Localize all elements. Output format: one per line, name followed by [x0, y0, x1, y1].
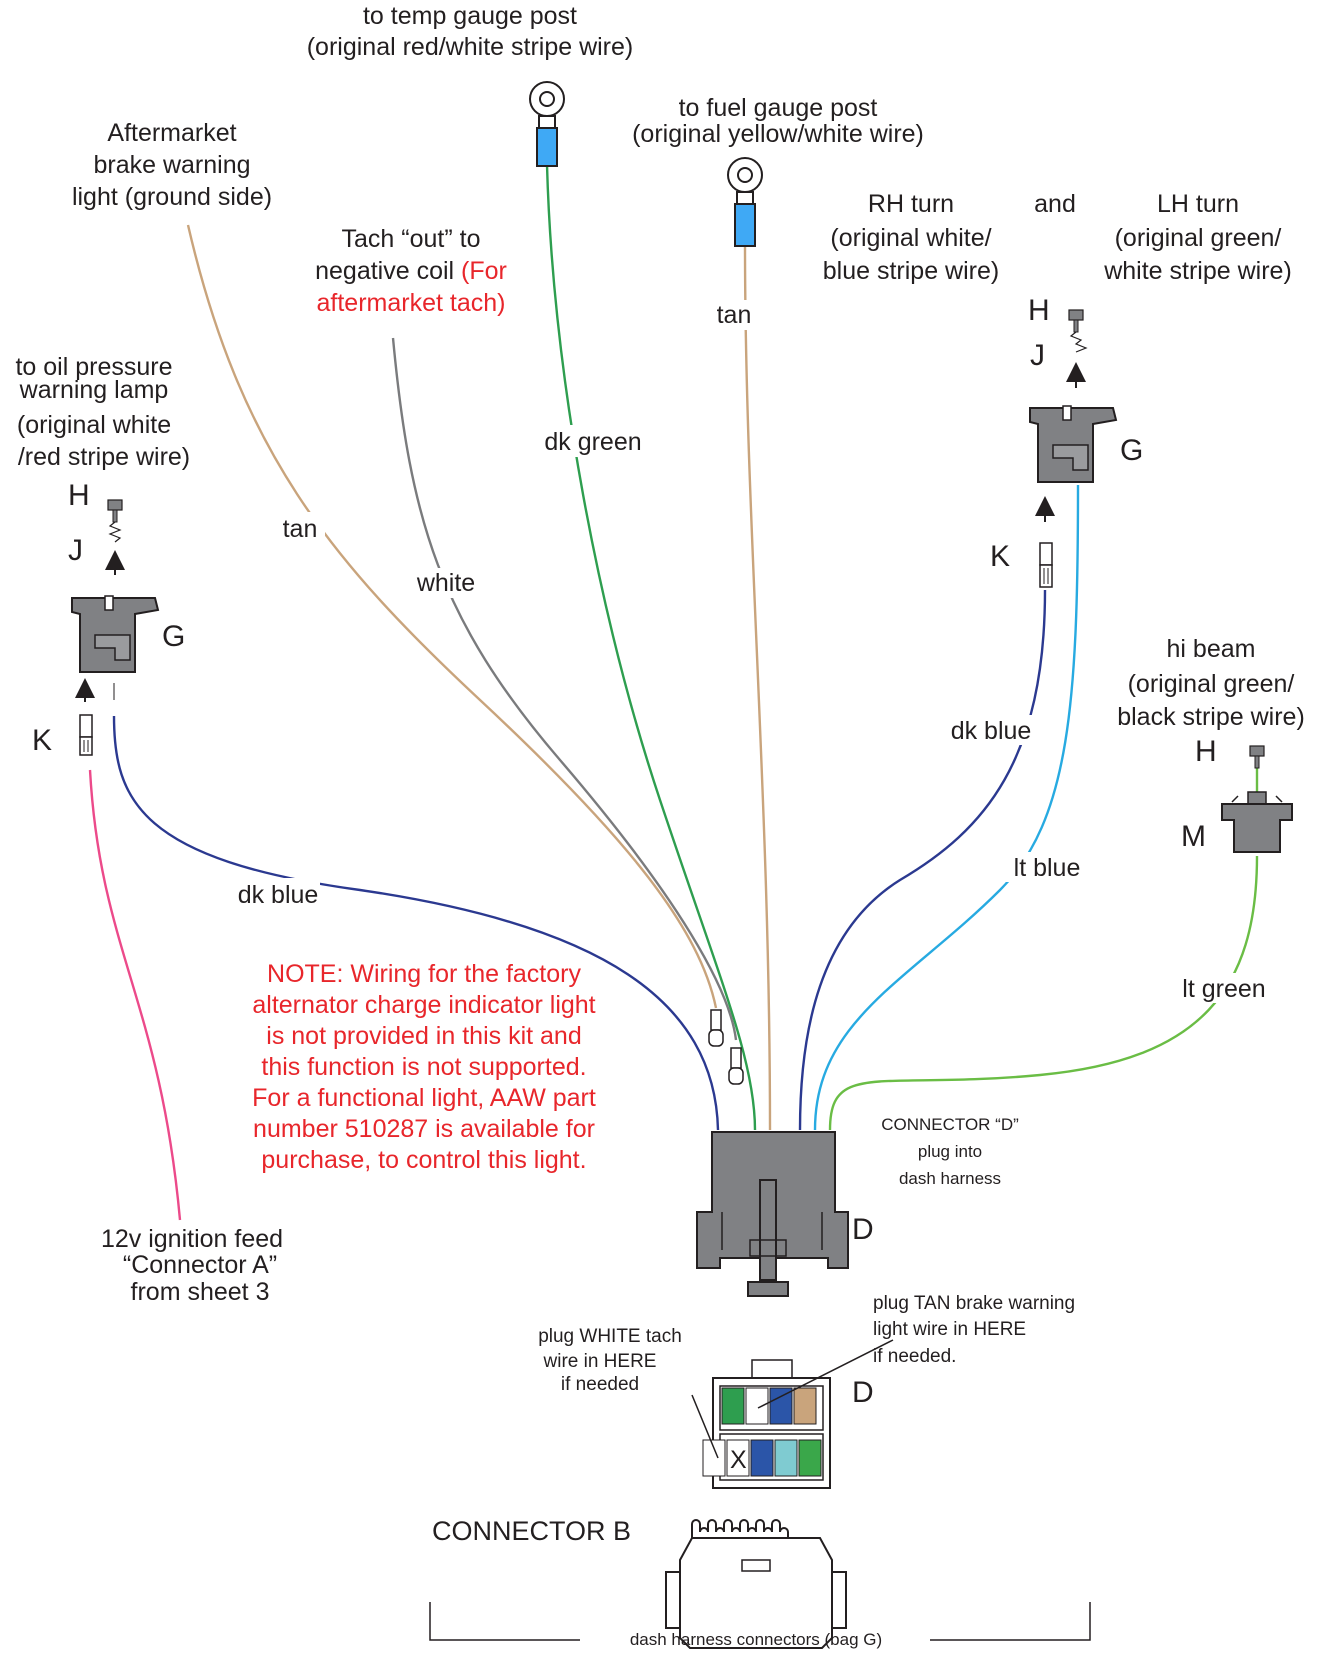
temp-gauge-label-2: (original red/white stripe wire)	[307, 33, 634, 61]
oil-label-2: warning lamp	[19, 376, 169, 404]
connector-d-label-1: CONNECTOR “D”	[881, 1115, 1019, 1134]
fuel-gauge-label-2: (original yellow/white wire)	[632, 120, 924, 148]
plug-tan-label-2: light wire in HERE	[873, 1319, 1026, 1340]
tan-fuel-wire-label: tan	[717, 301, 752, 329]
oil-k-terminal	[75, 678, 95, 756]
dk-green-wire	[545, 164, 757, 1131]
hi-beam-label-2: (original green/	[1128, 670, 1295, 698]
bag-g-label: dash harness connectors (bag G)	[630, 1630, 882, 1649]
white-pointer-line	[691, 1394, 719, 1459]
oil-label-1: to oil pressure	[15, 353, 172, 381]
letter-d-face: D	[852, 1376, 874, 1409]
ignition-label-2: “Connector A”	[123, 1251, 277, 1279]
connector-b-label: CONNECTOR B	[432, 1516, 631, 1546]
plug-white-label-2: wire in HERE	[543, 1351, 657, 1372]
tan-brake-wire	[186, 224, 718, 1009]
letter-k-left: K	[32, 724, 52, 757]
white-bullet-terminal	[728, 1047, 744, 1085]
bag-bracket	[429, 1602, 1091, 1641]
aftermarket-label-2: brake warning	[93, 151, 250, 179]
rh-turn-label-3: blue stripe wire)	[823, 257, 999, 285]
and-label: and	[1034, 190, 1076, 218]
letter-h-right: H	[1028, 294, 1050, 327]
plug-white-label-3: if needed	[561, 1374, 639, 1395]
lt-blue-wire-label: lt blue	[1014, 854, 1081, 882]
plug-white-label-1: plug WHITE tach	[538, 1326, 682, 1347]
white-tach-wire	[391, 337, 738, 1041]
turn-bulb-socket	[1029, 309, 1118, 483]
letter-j-left: J	[68, 534, 83, 567]
white-wire-label: white	[416, 569, 475, 597]
lt-green-wire-label: lt green	[1182, 975, 1265, 1003]
rh-turn-label-1: RH turn	[868, 190, 954, 218]
connector-d-label-2: plug into	[918, 1142, 982, 1161]
lt-blue-wire	[813, 484, 1080, 1131]
letter-m-beam: M	[1181, 820, 1206, 853]
note-line: this function is not supported.	[261, 1053, 586, 1081]
note-line: NOTE: Wiring for the factory	[267, 960, 581, 988]
connector-d-face	[702, 1359, 831, 1489]
tan-fuel-wire	[743, 244, 772, 1131]
letter-k-right: K	[990, 540, 1010, 573]
rh-turn-label-2: (original white/	[830, 224, 991, 252]
temp-gauge-label-1: to temp gauge post	[363, 2, 577, 30]
pink-ignition-wire	[88, 769, 182, 1221]
dk-green-wire-label: dk green	[544, 428, 641, 456]
tach-label-3: aftermarket tach)	[317, 289, 506, 317]
note-line: is not provided in this kit and	[266, 1022, 581, 1050]
hi-beam-label-3: black stripe wire)	[1117, 703, 1305, 731]
note-line: number 510287 is available for	[253, 1115, 595, 1143]
connector-d-body	[696, 1131, 849, 1297]
note-line: purchase, to control this light.	[261, 1146, 586, 1174]
connector-d-label-3: dash harness	[899, 1169, 1001, 1188]
fuel-ring-terminal	[727, 157, 763, 247]
tan-bullet-terminal	[708, 1009, 724, 1047]
turn-k-terminal	[1035, 496, 1055, 588]
letter-h-beam: H	[1195, 735, 1217, 768]
tach-label-2: negative coil (For	[315, 257, 507, 285]
letter-d-main: D	[852, 1213, 874, 1246]
oil-label-3: (original white	[17, 411, 171, 439]
tan-wire-label-left: tan	[283, 515, 318, 543]
plug-tan-label-1: plug TAN brake warning	[873, 1293, 1075, 1314]
temp-ring-terminal	[529, 81, 565, 167]
lt-green-wire	[828, 855, 1259, 1131]
note-line: alternator charge indicator light	[252, 991, 595, 1019]
ignition-label-1: 12v ignition feed	[101, 1225, 283, 1253]
aftermarket-label-1: Aftermarket	[107, 119, 236, 147]
plug-tan-label-3: if needed.	[873, 1346, 956, 1367]
fuel-gauge-label-1: to fuel gauge post	[679, 94, 878, 122]
hi-beam-socket	[1221, 745, 1293, 853]
lh-turn-label-3: white stripe wire)	[1103, 257, 1292, 285]
aftermarket-label-3: light (ground side)	[72, 183, 272, 211]
note-block: NOTE: Wiring for the factory alternator …	[252, 960, 596, 1174]
tach-label-1: Tach “out” to	[342, 225, 481, 253]
lh-turn-label-2: (original green/	[1115, 224, 1282, 252]
connector-b	[665, 1519, 847, 1649]
letter-g-left: G	[162, 620, 185, 653]
note-line: For a functional light, AAW part	[252, 1084, 596, 1112]
ignition-label-3: from sheet 3	[131, 1278, 270, 1306]
letter-j-right: J	[1030, 339, 1045, 372]
letter-h-left: H	[68, 479, 90, 512]
lh-turn-label-1: LH turn	[1157, 190, 1239, 218]
oil-bulb-socket	[71, 499, 160, 700]
tan-pointer-line	[757, 1339, 894, 1409]
dk-blue-left-wire-label: dk blue	[238, 881, 319, 909]
x-mark: X	[730, 1446, 747, 1474]
oil-label-4: /red stripe wire)	[18, 443, 190, 471]
hi-beam-label-1: hi beam	[1167, 635, 1256, 663]
letter-g-right: G	[1120, 434, 1143, 467]
dk-blue-right-wire-label: dk blue	[951, 717, 1032, 745]
dk-blue-left-wire	[112, 715, 720, 1131]
